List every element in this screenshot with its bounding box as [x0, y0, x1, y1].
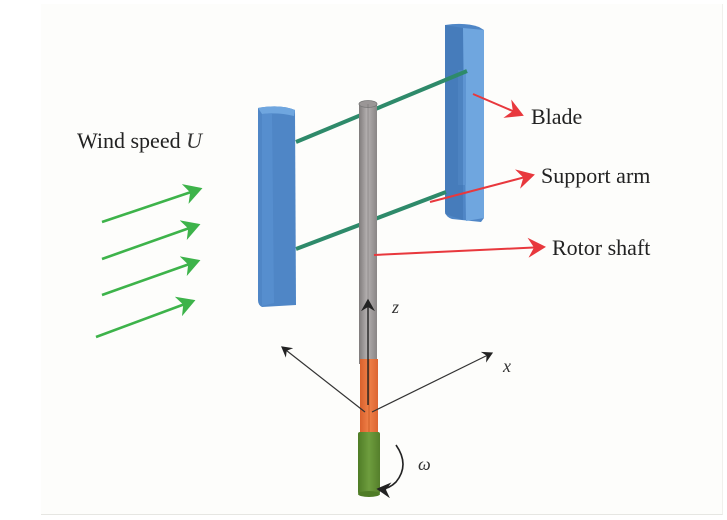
green-base	[358, 432, 380, 497]
rotor-shaft-pointer-arrow	[373, 237, 546, 258]
blade-pointer-arrow	[472, 93, 524, 118]
axis-x-arrow	[371, 351, 494, 413]
axis-x-label: x	[502, 356, 511, 376]
support-arms	[295, 69, 468, 251]
orange-coupling	[360, 359, 378, 432]
wind-arrow	[101, 184, 203, 224]
wind-arrow	[95, 296, 196, 339]
coordinate-axes: z x	[281, 297, 511, 413]
wind-arrow	[101, 220, 201, 261]
wind-speed-label: Wind speed U	[77, 128, 204, 153]
axis-y-arrow	[281, 346, 366, 413]
diagram-frame	[41, 4, 723, 515]
right-blade	[445, 23, 484, 222]
axis-z-label: z	[391, 297, 399, 317]
wind-arrow	[101, 256, 201, 297]
rotation-arrow-icon	[376, 444, 404, 499]
support-arm-label: Support arm	[541, 163, 650, 188]
rotation-label: ω	[418, 454, 431, 474]
wind-arrows	[95, 184, 203, 339]
left-blade	[258, 106, 296, 308]
support-arm-pointer-arrow	[429, 169, 535, 203]
upper-support-arm	[295, 69, 468, 144]
rotor-shaft-label: Rotor shaft	[552, 235, 650, 260]
blade-label: Blade	[531, 104, 582, 129]
callouts: Blade Support arm Rotor shaft	[373, 93, 650, 260]
rotation-indicator: ω	[376, 444, 431, 499]
